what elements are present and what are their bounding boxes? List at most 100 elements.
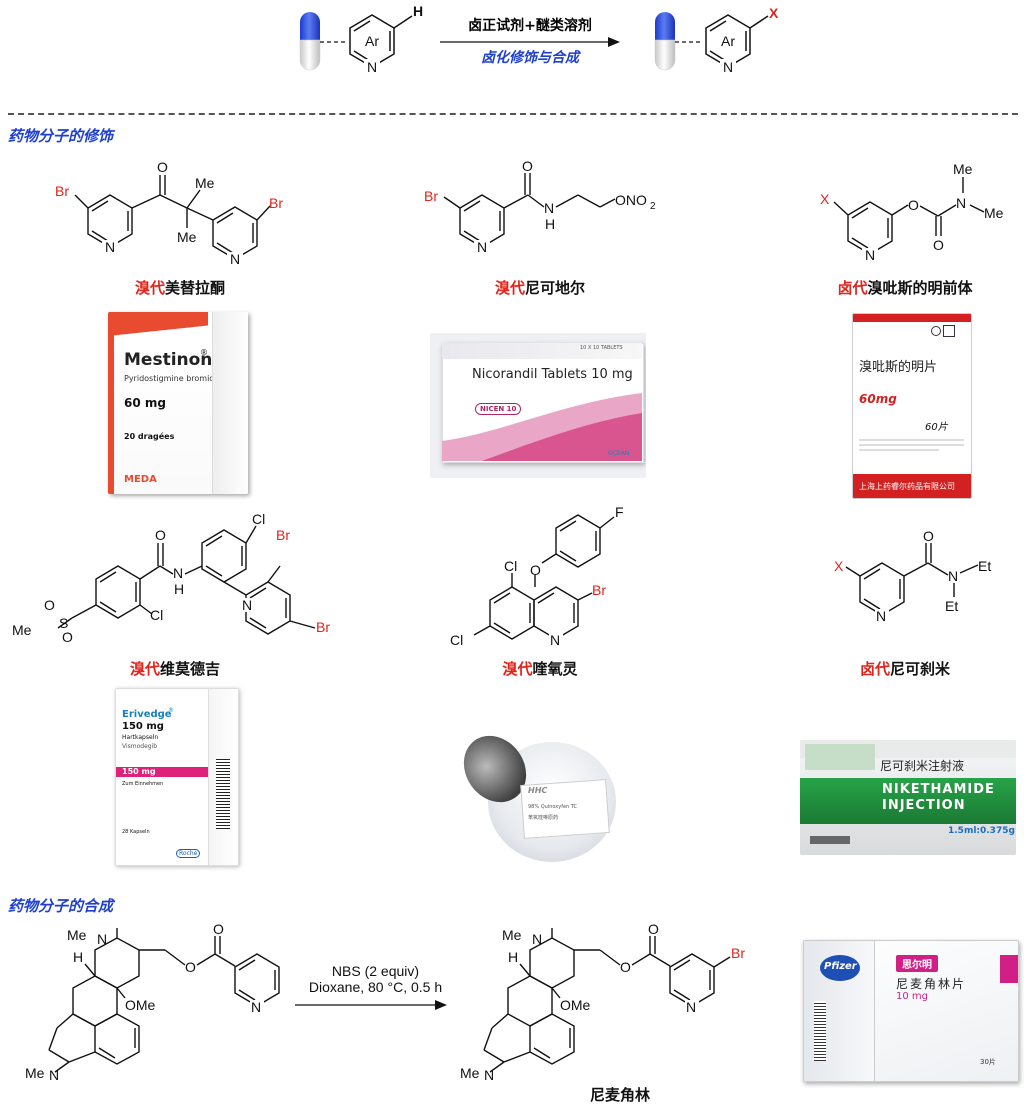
nikethamide-package: 尼可刹米注射液 NIKETHAMIDE INJECTION 1.5ml:0.37… bbox=[800, 740, 1016, 855]
erivedge-count: 28 Kapseln bbox=[122, 829, 150, 835]
atom-n: N bbox=[105, 239, 115, 255]
atom-cl: Cl bbox=[450, 632, 463, 648]
section-title-synthesis: 药物分子的合成 bbox=[8, 897, 114, 915]
atom-o: O bbox=[933, 237, 944, 253]
atom-n: N bbox=[477, 239, 487, 255]
atom-br: Br bbox=[424, 188, 438, 204]
atom-n: N bbox=[948, 568, 958, 584]
mestinon-dose: 60 mg bbox=[124, 396, 166, 410]
reaction-conditions: NBS (2 equiv) Dioxane, 80 °C, 0.5 h bbox=[298, 963, 453, 995]
nikethamide-cn: 尼可刹米注射液 bbox=[880, 759, 965, 773]
atom-subscript: 2 bbox=[650, 201, 656, 212]
compound-name: 喹氧灵 bbox=[532, 660, 578, 678]
mestinon-package: Mestinon ® Pyridostigmine bromide 60 mg … bbox=[108, 312, 248, 494]
compound-name: 溴吡斯的明前体 bbox=[867, 279, 973, 297]
atom-f: F bbox=[615, 505, 624, 520]
atom-br: Br bbox=[55, 183, 69, 199]
nicorandil-title: Nicorandil Tablets 10 mg bbox=[472, 367, 633, 382]
compound-label: 卤代尼可刹米 bbox=[790, 658, 1020, 679]
atom-me: Me bbox=[12, 622, 32, 638]
atom-h: H bbox=[174, 581, 184, 597]
halogenation-scheme: N Ar H 卤正试剂+醚类溶剂 卤化修饰与合成 N Ar X bbox=[299, 3, 779, 75]
atom-ono2: ONO bbox=[615, 192, 647, 208]
compound-name: 尼可地尔 bbox=[525, 279, 586, 297]
erivedge-strip: 150 mg bbox=[122, 767, 156, 776]
atom-br: Br bbox=[269, 195, 283, 211]
pyridostigmine-dose: 60mg bbox=[859, 392, 897, 406]
atom-br: Br bbox=[276, 527, 290, 543]
roche-logo: Roche bbox=[176, 849, 201, 858]
atom-x: X bbox=[820, 191, 830, 207]
erivedge-dose: 150 mg bbox=[122, 721, 164, 732]
pyridostigmine-title: 溴吡斯的明片 bbox=[859, 360, 938, 375]
compound-prefix: 卤代 bbox=[837, 279, 868, 297]
atom-n: N bbox=[686, 999, 696, 1015]
atom-cl: Cl bbox=[504, 558, 517, 574]
product-name: 尼麦角林 bbox=[589, 1086, 650, 1104]
atom-o: O bbox=[62, 629, 73, 645]
nikethamide-dose: 1.5ml:0.375g bbox=[948, 826, 1015, 836]
ring-nitrogen-label-right: N bbox=[723, 59, 733, 75]
atom-et: Et bbox=[945, 598, 958, 614]
atom-me: Me bbox=[25, 1065, 45, 1081]
atom-me: Me bbox=[460, 1065, 480, 1081]
ar-label-right: Ar bbox=[721, 33, 735, 49]
pyridine-ring-right bbox=[705, 14, 769, 68]
conditions-line: Dioxane, 80 °C, 0.5 h bbox=[308, 979, 443, 995]
structure-bromo-metyrapone: N N Br Br O Me Me bbox=[55, 159, 283, 267]
reg-mark: ® bbox=[168, 707, 174, 714]
compound-name: 尼可刹米 bbox=[890, 660, 951, 678]
erivedge-generic: Vismodegib bbox=[122, 743, 158, 750]
structure-nicergoline: H N Me OMe O O N Br N Me bbox=[460, 921, 745, 1083]
pyridine-ring-left bbox=[349, 14, 413, 68]
reaction-arrow bbox=[295, 1000, 447, 1010]
atom-n: N bbox=[550, 632, 560, 648]
hydrogen-label: H bbox=[413, 3, 423, 19]
structure-bromo-quinoxyfen: F O Cl Cl N Br bbox=[450, 505, 624, 648]
mestinon-brand: Mestinon bbox=[124, 350, 213, 370]
atom-n: N bbox=[865, 247, 875, 263]
atom-cl: Cl bbox=[252, 511, 265, 527]
atom-n: N bbox=[230, 251, 240, 267]
compound-prefix: 溴代 bbox=[494, 279, 525, 297]
atom-br: Br bbox=[592, 582, 606, 598]
erivedge-package: Erivedge ® 150 mg Hartkapseln Vismodegib… bbox=[115, 688, 239, 866]
halogen-x-label: X bbox=[769, 5, 779, 21]
structure-bromo-nicorandil: N Br O N H ONO 2 bbox=[424, 158, 656, 255]
section-divider bbox=[8, 113, 1018, 115]
atom-h: H bbox=[508, 949, 518, 965]
compound-label: 卤代溴吡斯的明前体 bbox=[790, 277, 1020, 298]
mestinon-count: 20 dragées bbox=[124, 432, 175, 441]
atom-o: O bbox=[908, 197, 919, 213]
compound-name: 美替拉酮 bbox=[165, 279, 226, 297]
atom-cl: Cl bbox=[150, 607, 163, 623]
compound-label: 溴代美替拉酮 bbox=[55, 277, 305, 298]
atom-o: O bbox=[620, 959, 631, 975]
section-title-modification: 药物分子的修饰 bbox=[8, 127, 114, 145]
atom-h: H bbox=[545, 216, 555, 232]
structure-nicergoline-precursor: H N Me OMe O O N N Me bbox=[25, 921, 280, 1083]
atom-ome: OMe bbox=[560, 997, 591, 1013]
capsule-icon-left bbox=[299, 12, 321, 71]
nicergoline-name: 尼麦角林片 bbox=[896, 977, 967, 991]
capsule-icon-right bbox=[654, 12, 676, 71]
nicorandil-brand: NICEN 10 bbox=[475, 403, 522, 415]
nicergoline-count: 30片 bbox=[980, 1058, 996, 1066]
atom-o: O bbox=[185, 959, 196, 975]
nikethamide-en1: NIKETHAMIDE bbox=[882, 782, 995, 797]
atom-n: N bbox=[49, 1067, 59, 1083]
pink-wave-decoration bbox=[442, 393, 642, 461]
atom-o: O bbox=[155, 527, 166, 543]
atom-n: N bbox=[242, 597, 252, 613]
compound-label: 溴代尼可地尔 bbox=[415, 277, 665, 298]
structure-bromo-vismodegib: Me S O O Cl O N H Cl Br N Br bbox=[12, 511, 330, 645]
atom-o: O bbox=[44, 597, 55, 613]
quinoxyfen-line2: 苯氧喹啉原药 bbox=[528, 815, 559, 821]
nicergoline-package: Pfizer 思尔明 尼麦角林片 10 mg 30片 bbox=[803, 940, 1019, 1082]
reg-mark: ® bbox=[200, 348, 208, 357]
erivedge-form: Hartkapseln bbox=[122, 734, 159, 741]
pyridostigmine-count: 60片 bbox=[925, 422, 948, 433]
atom-o: O bbox=[530, 562, 541, 578]
atom-o: O bbox=[213, 921, 224, 937]
ring-nitrogen-label: N bbox=[367, 59, 377, 75]
